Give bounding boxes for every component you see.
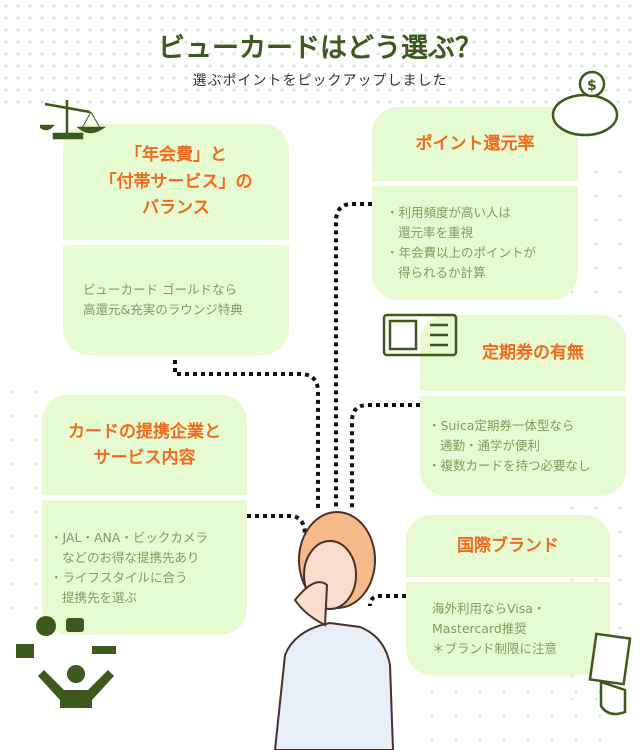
scales-icon xyxy=(40,100,107,140)
card-point-rate: ポイント還元率 ・利用頻度が高い人は還元率を重視・年会費以上のポイントが得られる… xyxy=(372,107,578,300)
card-text: ・利用頻度が高い人は xyxy=(386,205,512,220)
card-title: カードの提携企業と xyxy=(68,421,221,442)
dot-pattern xyxy=(420,680,620,750)
ticket-icon xyxy=(382,313,458,357)
card-text: ビューカード ゴールドなら xyxy=(83,282,237,297)
card-title: バランス xyxy=(142,198,210,219)
svg-text:$: $ xyxy=(587,78,597,94)
card-commuter-pass: 定期券の有無 ・Suica定期券一体型なら通勤・通学が便利・複数カードを持つ必要… xyxy=(420,315,626,496)
card-text: 還元率を重視 xyxy=(398,225,474,240)
card-title: サービス内容 xyxy=(93,448,196,468)
dot-pattern xyxy=(0,0,640,110)
card-text: ・複数カードを持つ必要なし xyxy=(428,458,591,473)
card-text: 提携先を選ぶ xyxy=(62,589,138,605)
card-text: ・JAL・ANA・ビックカメラ xyxy=(50,529,208,545)
card-text: 通勤・通学が便利 xyxy=(440,438,541,453)
page-subtitle: 選ぶポイントをピックアップしました xyxy=(192,73,448,89)
card-text: などのお得な提携先あり xyxy=(62,549,200,565)
card-title: 「付帯サービス」の xyxy=(99,171,253,192)
card-text: Mastercard推奨 xyxy=(432,620,527,636)
card-title: ポイント還元率 xyxy=(372,107,578,181)
dot-pattern xyxy=(0,380,40,620)
page-title: ビューカードはどう選ぶ？ xyxy=(158,33,482,64)
lifestyle-icons xyxy=(16,616,116,708)
card-title: 国際ブランド xyxy=(406,515,610,577)
card-text: ・Suica定期券一体型なら xyxy=(428,418,575,433)
card-text: ・年会費以上のポイントが xyxy=(386,245,537,260)
piggy-bank-icon: $ xyxy=(551,70,619,137)
card-text: 海外利用ならVisa・ xyxy=(432,600,546,616)
card-title: 定期券の有無 xyxy=(420,315,626,391)
card-text: ＊ブランド制限に注意 xyxy=(432,640,558,656)
card-annual-fee: 「年会費」と「付帯サービス」のバランス ビューカード ゴールドなら高還元&充実の… xyxy=(63,124,289,355)
hand-card-icon xyxy=(588,632,632,716)
card-title: 「年会費」と xyxy=(125,145,227,166)
card-brand: 国際ブランド 海外利用ならVisa・ Mastercard推奨 ＊ブランド制限に注意 xyxy=(406,515,610,675)
thinking-person-illustration xyxy=(273,511,395,750)
card-text: 高還元&充実のラウンジ特典 xyxy=(83,302,243,317)
card-text: 得られるか計算 xyxy=(398,265,486,280)
card-partners: カードの提携企業とサービス内容 ・JAL・ANA・ビックカメラなどのお得な提携先… xyxy=(42,395,247,635)
card-text: ・ライフスタイルに合う xyxy=(50,569,188,585)
